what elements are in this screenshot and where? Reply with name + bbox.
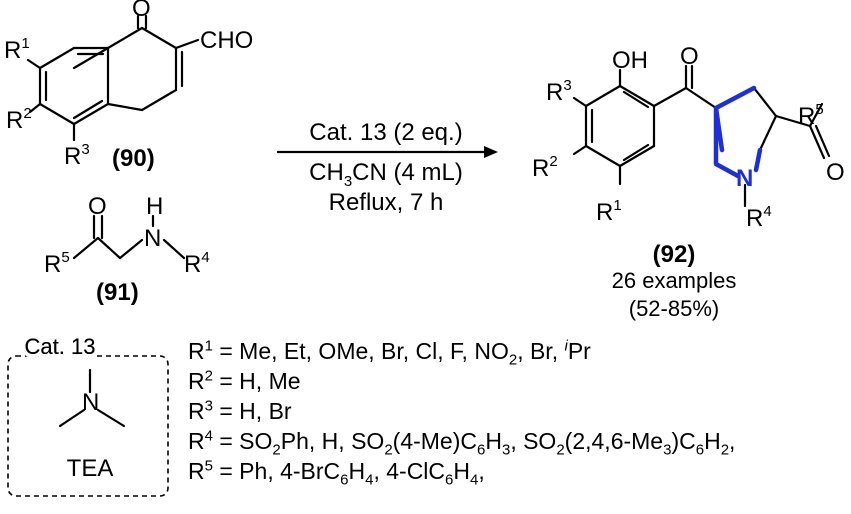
compound-91-label: (91) — [96, 279, 139, 306]
condition-temp-time: Reflux, 7 h — [329, 189, 444, 216]
compound-92-bonds — [572, 64, 831, 208]
substituent-r4: R4 = SO2Ph, H, SO2(4-Me)C6H3, SO2(2,4,6-… — [188, 427, 736, 459]
catalyst-title: Cat. 13 — [25, 334, 96, 359]
catalyst-n: N — [82, 389, 99, 416]
compound-90-bonds — [26, 14, 200, 142]
compound-91-r5: R5 — [44, 249, 70, 278]
compound-90-oxo: O — [132, 0, 151, 22]
compound-92-examples: 26 examples — [612, 268, 737, 293]
substituent-r5: R5 = Ph, 4-BrC6H4, 4-ClC6H4, — [188, 457, 485, 489]
compound-90-label: (90) — [112, 145, 155, 172]
substituent-r1: R1 = Me, Et, OMe, Br, Cl, F, NO2, Br, iP… — [188, 337, 591, 369]
compound-90: O CHO R1 R2 R3 (90) — [4, 0, 253, 172]
compound-92-label: (92) — [653, 241, 696, 268]
condition-solvent: CH3CN (4 mL) — [309, 159, 463, 190]
compound-90-r3: R3 — [64, 141, 90, 170]
compound-90-r1: R1 — [4, 35, 30, 64]
compound-90-cho: CHO — [200, 27, 253, 54]
compound-91-oxo: O — [88, 193, 107, 220]
compound-92-yield: (52-85%) — [629, 296, 719, 321]
condition-catalyst: Cat. 13 (2 eq.) — [309, 119, 462, 146]
compound-92: OH O O N R3 R2 R1 R4 R5 (92) 26 examples… — [532, 43, 845, 321]
substituent-r2: R2 = H, Me — [188, 367, 301, 394]
catalyst-title-bg: Cat. 13 — [25, 334, 96, 359]
compound-91-nh: H — [146, 193, 163, 220]
compound-92-n: N — [736, 165, 753, 192]
reaction-arrow — [276, 146, 498, 158]
compound-91: O H N R5 R4 (91) — [44, 193, 210, 306]
substituent-r3: R3 = H, Br — [188, 397, 292, 424]
compound-92-r5: R5 — [798, 101, 824, 130]
compound-90-r2: R2 — [6, 105, 32, 134]
compound-92-oh: OH — [612, 47, 648, 74]
compound-92-r1: R1 — [596, 197, 622, 226]
compound-91-r4: R4 — [184, 249, 210, 278]
pyrrole-core — [713, 85, 763, 179]
compound-92-r3: R3 — [546, 77, 572, 106]
catalyst-box: Cat. 13 Cat. 13 N TEA — [7, 330, 169, 497]
compound-92-ketone-o: O — [680, 43, 699, 70]
catalyst-box-frame — [7, 355, 169, 497]
compound-91-bonds — [72, 214, 186, 260]
substituent-list: R1 = Me, Et, OMe, Br, Cl, F, NO2, Br, iP… — [188, 336, 848, 489]
compound-92-r2: R2 — [532, 153, 558, 182]
compound-91-n: N — [144, 225, 161, 252]
compound-92-r4: R4 — [746, 203, 772, 232]
catalyst-name: TEA — [67, 455, 114, 482]
compound-92-acyl-o: O — [826, 159, 845, 186]
